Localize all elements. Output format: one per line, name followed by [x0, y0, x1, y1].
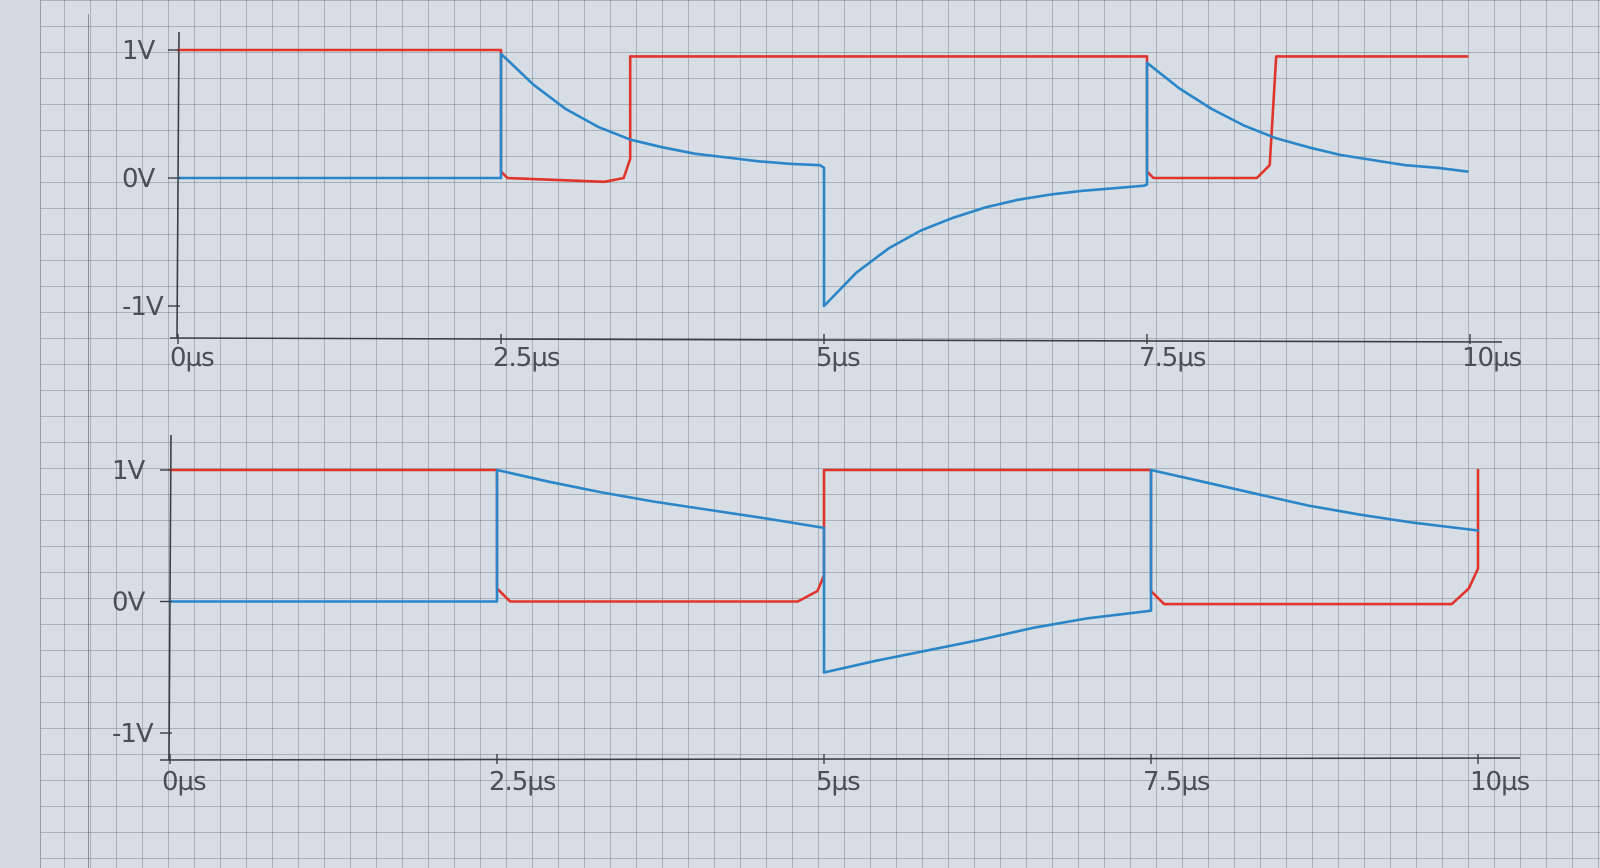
top-x-tick-label-4: 10µs [1462, 343, 1522, 373]
top-y-tick-label-0: 1V [122, 36, 156, 66]
top-y-axis [176, 31, 180, 339]
top-series-blue-trace [176, 52, 1469, 308]
top-x-tick-label-3: 7.5µs [1139, 343, 1206, 373]
bottom-x-tick-label-4: 10µs [1470, 767, 1530, 797]
bottom-series-red-trace [168, 468, 1480, 606]
bottom-y-tick-label-1: 0V [112, 588, 146, 618]
paper-margin-line [88, 14, 89, 868]
bottom-x-tick-label-0: 0µs [162, 767, 206, 797]
bottom-waveform-chart: 0µs 2.5µs 5µs 7.5µs 10µs 1V 0V -1V [112, 434, 1531, 797]
bottom-y-tick-label-0: 1V [112, 456, 146, 486]
top-x-axis [169, 337, 1503, 343]
bottom-y-axis [168, 434, 172, 761]
top-series-red-trace [176, 48, 1469, 184]
bottom-series-blue-trace [168, 468, 1480, 674]
bottom-x-tick-label-2: 5µs [816, 767, 860, 797]
top-x-tick-label-1: 2.5µs [493, 343, 560, 373]
bottom-y-tick-label-2: -1V [112, 719, 154, 749]
top-y-tick-label-2: -1V [122, 292, 164, 322]
paper-margin-strip [0, 0, 41, 868]
top-x-tick-label-0: 0µs [170, 343, 214, 373]
top-x-tick-label-2: 5µs [816, 343, 860, 373]
bottom-x-axis [159, 757, 1521, 761]
bottom-x-tick-label-1: 2.5µs [489, 767, 556, 797]
top-y-tick-label-1: 0V [122, 164, 156, 194]
top-waveform-chart: 0µs 2.5µs 5µs 7.5µs 10µs 1V 0V -1V [122, 31, 1523, 373]
bottom-x-tick-label-3: 7.5µs [1143, 767, 1210, 797]
